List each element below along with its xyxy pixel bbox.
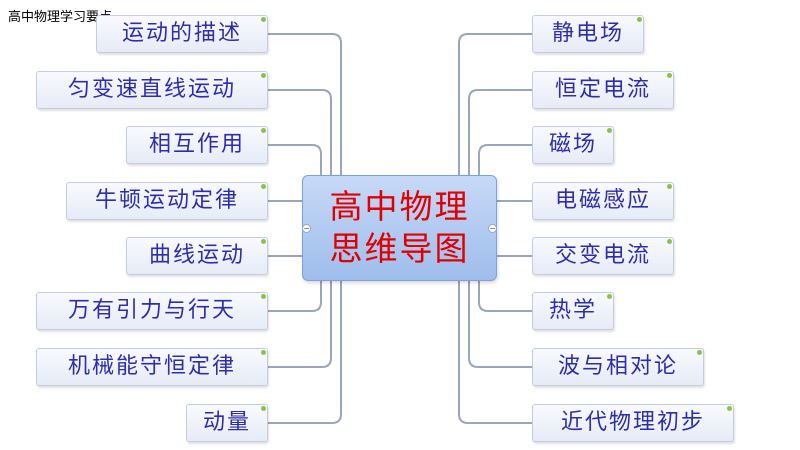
left-topic-label: 匀变速直线运动: [67, 77, 236, 102]
connector-right-8: [458, 228, 532, 424]
right-topic-8[interactable]: 近代物理初步: [532, 404, 734, 442]
right-topic-4[interactable]: 电磁感应: [532, 182, 674, 220]
central-topic-line2: 思维导图: [329, 229, 470, 268]
topic-marker-icon: [727, 406, 732, 411]
left-topic-8[interactable]: 动量: [186, 404, 268, 442]
connector-right-1: [458, 33, 532, 228]
topic-marker-icon: [261, 17, 266, 22]
right-topic-2[interactable]: 恒定电流: [532, 71, 674, 109]
left-topic-5[interactable]: 曲线运动: [126, 237, 268, 275]
left-topic-1[interactable]: 运动的描述: [96, 15, 268, 53]
right-topic-5[interactable]: 交变电流: [532, 237, 674, 275]
connector-right-6: [478, 228, 532, 312]
topic-marker-icon: [261, 406, 266, 411]
left-topic-label: 牛顿运动定律: [94, 188, 239, 213]
left-topic-3[interactable]: 相互作用: [126, 126, 268, 164]
topic-marker-icon: [261, 128, 266, 133]
topic-marker-icon: [667, 184, 672, 189]
topic-marker-icon: [607, 294, 612, 299]
right-topic-label: 波与相对论: [557, 354, 678, 379]
topic-marker-icon: [261, 239, 266, 244]
topic-marker-icon: [261, 350, 266, 355]
topic-marker-icon: [607, 128, 612, 133]
connector-left-6: [268, 228, 322, 312]
right-topic-1[interactable]: 静电场: [532, 15, 644, 53]
right-topic-label: 热学: [548, 298, 597, 323]
left-topic-2[interactable]: 匀变速直线运动: [36, 71, 268, 109]
topic-marker-icon: [637, 17, 642, 22]
topic-marker-icon: [261, 294, 266, 299]
connector-left-7: [268, 228, 332, 368]
connector-right-3: [478, 144, 532, 228]
connector-left-2: [268, 89, 332, 228]
topic-marker-icon: [697, 350, 702, 355]
collapse-right-icon[interactable]: −: [488, 224, 497, 233]
right-topic-3[interactable]: 磁场: [532, 126, 614, 164]
topic-marker-icon: [261, 73, 266, 78]
topic-marker-icon: [667, 73, 672, 78]
left-topic-label: 万有引力与行天: [67, 298, 236, 323]
left-topic-label: 相互作用: [148, 132, 245, 157]
connector-left-1: [268, 33, 342, 228]
right-topic-label: 恒定电流: [554, 77, 651, 102]
right-topic-label: 电磁感应: [554, 188, 651, 213]
topic-marker-icon: [261, 184, 266, 189]
right-topic-7[interactable]: 波与相对论: [532, 348, 704, 386]
left-topic-label: 动量: [202, 410, 251, 435]
collapse-left-icon[interactable]: −: [302, 224, 311, 233]
left-topic-label: 运动的描述: [121, 21, 242, 46]
connector-left-8: [268, 228, 342, 424]
central-topic[interactable]: 高中物理 思维导图: [302, 175, 497, 281]
left-topic-4[interactable]: 牛顿运动定律: [66, 182, 268, 220]
connector-right-7: [468, 228, 532, 368]
central-topic-line1: 高中物理: [329, 187, 470, 226]
connector-right-2: [468, 89, 532, 228]
right-topic-6[interactable]: 热学: [532, 292, 614, 330]
right-topic-label: 交变电流: [554, 243, 651, 268]
left-topic-7[interactable]: 机械能守恒定律: [36, 348, 268, 386]
right-topic-label: 近代物理初步: [560, 410, 705, 435]
topic-marker-icon: [667, 239, 672, 244]
right-topic-label: 磁场: [548, 132, 597, 157]
page-title: 高中物理学习要点: [8, 10, 113, 25]
right-topic-label: 静电场: [551, 21, 624, 46]
connector-left-3: [268, 144, 322, 228]
left-topic-label: 曲线运动: [148, 243, 245, 268]
left-topic-label: 机械能守恒定律: [67, 354, 236, 379]
left-topic-6[interactable]: 万有引力与行天: [36, 292, 268, 330]
